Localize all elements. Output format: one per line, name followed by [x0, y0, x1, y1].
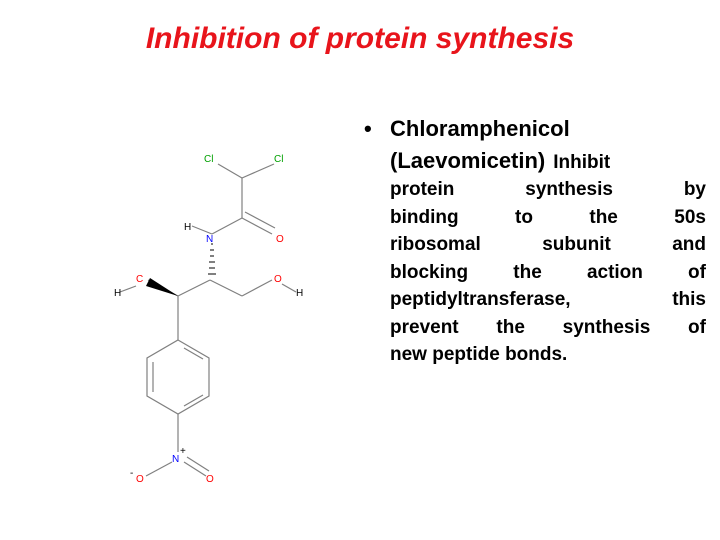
bond-c2-c1 — [177, 279, 211, 297]
ring-inner-1 — [183, 347, 204, 360]
atom-n-nitro: N — [172, 454, 179, 465]
mechanism-line-1: protein synthesis by — [390, 179, 706, 200]
bond-c-o-double-1 — [241, 217, 273, 235]
bond-c-cl2 — [241, 163, 275, 179]
mechanism-line-2: binding to the 50s — [390, 206, 706, 228]
atom-cl1: Cl — [204, 154, 213, 165]
bullet-dot: • — [364, 116, 372, 141]
atom-cl2: Cl — [274, 154, 283, 165]
mechanism-line-7: new peptide bonds. — [390, 344, 568, 365]
atom-h-n: H — [184, 222, 191, 233]
inhibit-word: Inhibit — [553, 152, 611, 173]
charge-n-nitro: + — [180, 446, 186, 457]
atom-o-nitro: O — [206, 474, 214, 485]
atom-h-o: H — [296, 288, 303, 299]
mechanism-line-4: blocking the action of — [390, 261, 706, 283]
bond-n-o-double-1 — [183, 461, 207, 477]
ring-inner-2 — [183, 394, 204, 407]
slide-title: Inhibition of protein synthesis — [145, 22, 575, 55]
bond-c-cl1 — [217, 163, 243, 179]
bond-n-h — [191, 225, 213, 235]
mechanism-line-6: prevent the synthesis of — [390, 316, 706, 338]
wedge-bond — [146, 278, 178, 296]
drug-alias: (Laevomicetin) — [390, 148, 546, 173]
drug-alias-line: (Laevomicetin) Inhibit — [390, 148, 610, 174]
atom-o-carbonyl: O — [276, 234, 284, 245]
atom-o-nitro-minus: O — [136, 474, 144, 485]
benzene-ring — [146, 339, 210, 415]
chloramphenicol-structure: Cl Cl H N O C H O H N + - O O — [114, 154, 303, 485]
bond-c-n — [211, 217, 243, 235]
bond-c3-o — [241, 279, 273, 297]
charge-o-minus: - — [130, 468, 133, 479]
atom-o-hydroxyl: O — [274, 274, 282, 285]
bond-calpha-h — [119, 285, 137, 293]
bond-c2-c3 — [209, 279, 243, 297]
atom-h-c: H — [114, 288, 121, 299]
bond-n-ominus — [145, 461, 173, 477]
bond-n-o-double-2 — [186, 456, 210, 472]
atom-n: N — [206, 234, 213, 245]
bond-c-o-double-2 — [244, 211, 276, 229]
mechanism-text: protein synthesis by binding to the 50s … — [390, 176, 706, 369]
drug-name: Chloramphenicol — [390, 116, 570, 141]
bond-o-h — [281, 283, 297, 293]
mechanism-line-5: peptidyltransferase, this — [390, 289, 706, 310]
atom-c-alpha: C — [136, 274, 143, 285]
mechanism-line-3: ribosomal subunit and — [390, 234, 706, 255]
